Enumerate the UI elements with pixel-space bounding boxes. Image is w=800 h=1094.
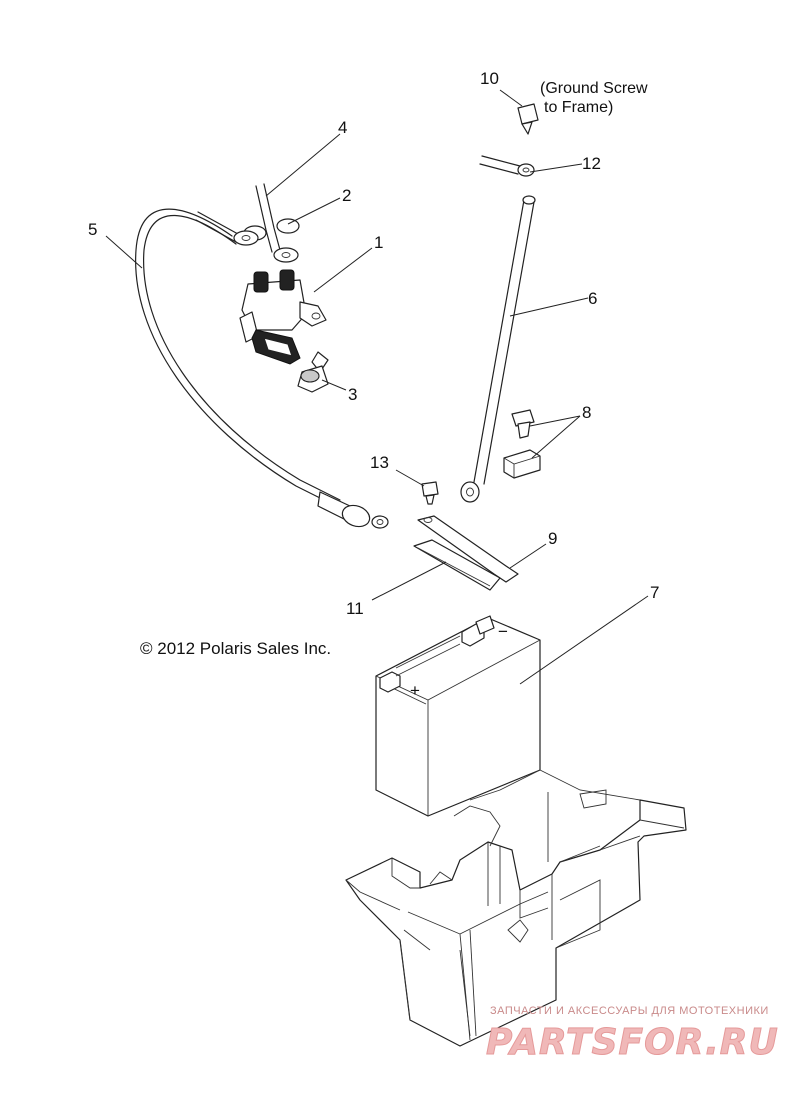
- callout-5: 5: [88, 220, 97, 239]
- callout-1: 1: [374, 233, 383, 252]
- cable-5: [135, 208, 341, 507]
- watermark-brand: PARTSFOR.RU: [486, 1022, 779, 1063]
- callout-4: 4: [338, 118, 347, 137]
- watermark-tagline: ЗАПЧАСТИ И АКСЕССУАРЫ ДЛЯ МОТОТЕХНИКИ: [490, 1005, 769, 1017]
- cable-4: [255, 183, 281, 253]
- battery-tray: [345, 769, 687, 1047]
- battery-minus-label: −: [498, 622, 508, 641]
- copyright-text: © 2012 Polaris Sales Inc.: [140, 639, 331, 658]
- callout-6: 6: [588, 289, 597, 308]
- cable-upper-left: [195, 211, 239, 243]
- callout-9: 9: [548, 529, 557, 548]
- callout-10: 10: [480, 69, 499, 88]
- battery-7: [375, 615, 541, 817]
- callout-7: 7: [650, 583, 659, 602]
- callout-8: 8: [582, 403, 591, 422]
- bolt-8: [511, 409, 535, 439]
- callout-12: 12: [582, 154, 601, 173]
- leader-lines: [105, 89, 649, 685]
- ground-screw-10: [517, 103, 539, 135]
- callout-13: 13: [370, 453, 389, 472]
- pad-11: [413, 539, 501, 591]
- ground-cable-6: [460, 195, 536, 503]
- nut-8: [503, 449, 541, 479]
- eyelet-12: [479, 155, 535, 177]
- ring-terminal: [317, 491, 389, 529]
- note-line-1: (Ground Screw: [540, 80, 648, 97]
- callouts: 1 2 3 4 5 6 7 8 9 10 11 12 13: [88, 69, 659, 618]
- callout-3: 3: [348, 385, 357, 404]
- callout-11: 11: [346, 599, 364, 618]
- solenoid: [233, 218, 329, 393]
- note-line-2: to Frame): [544, 99, 613, 116]
- screw-13: [421, 481, 439, 505]
- battery-plus-label: +: [410, 681, 420, 700]
- callout-2: 2: [342, 186, 351, 205]
